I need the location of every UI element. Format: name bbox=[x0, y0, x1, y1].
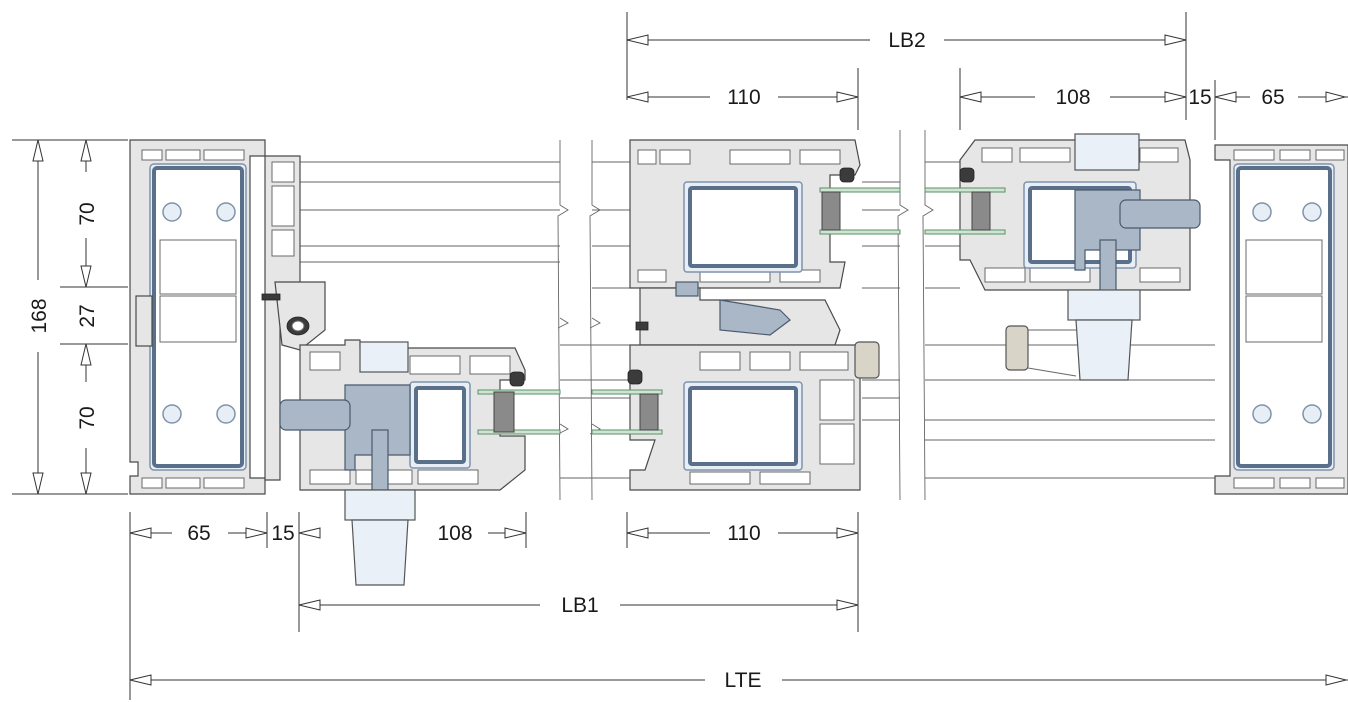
dim-bottom-15: 15 bbox=[271, 522, 294, 545]
left-sash-section bbox=[279, 339, 561, 491]
dim-top-110-label: 110 bbox=[727, 86, 760, 109]
dim-lb2: LB2 bbox=[626, 12, 1187, 120]
middle-mullion bbox=[635, 281, 841, 346]
dim-left-70-upper-label: 70 bbox=[76, 202, 99, 225]
dim-lb2-label: LB2 bbox=[888, 29, 925, 52]
right-outer-frame bbox=[1214, 144, 1348, 495]
dim-top-110: 110 bbox=[626, 68, 859, 130]
dim-bottom-110-label: 110 bbox=[727, 522, 760, 545]
dim-left-vertical bbox=[12, 139, 128, 495]
dim-bottom-108-label: 108 bbox=[437, 522, 472, 545]
dim-lb1-label: LB1 bbox=[561, 594, 598, 617]
dim-left-168-label: 168 bbox=[28, 298, 51, 333]
handle-bottom bbox=[344, 489, 416, 586]
dim-top-108: 108 bbox=[959, 68, 1187, 130]
dim-bottom-65: 65 bbox=[129, 512, 268, 700]
dim-bottom-110: 110 bbox=[626, 512, 859, 632]
dim-top-15-label: 15 bbox=[1188, 86, 1211, 109]
section-lines bbox=[300, 130, 1215, 501]
dim-bottom-65-label: 65 bbox=[187, 522, 210, 545]
dim-left-70-lower-label: 70 bbox=[76, 406, 99, 429]
handle-right bbox=[1005, 289, 1141, 381]
dim-bottom-108: 108 bbox=[298, 512, 527, 632]
dim-bottom-15-label: 15 bbox=[271, 522, 294, 545]
dim-lte-label: LTE bbox=[725, 669, 762, 692]
dim-top-65: 65 bbox=[1214, 86, 1348, 109]
dim-lb1: LB1 bbox=[298, 594, 859, 617]
middle-lower-sash bbox=[591, 341, 880, 491]
dim-top-108-label: 108 bbox=[1055, 86, 1090, 109]
coupling-profile bbox=[261, 155, 326, 481]
dim-top-15: 15 bbox=[1188, 80, 1216, 140]
left-outer-frame bbox=[129, 139, 266, 495]
right-sash-section bbox=[924, 133, 1201, 301]
middle-upper-sash bbox=[629, 139, 901, 289]
dim-top-65-label: 65 bbox=[1261, 86, 1284, 109]
dim-lte: LTE bbox=[129, 669, 1348, 692]
dim-left-27-label: 27 bbox=[76, 304, 99, 327]
